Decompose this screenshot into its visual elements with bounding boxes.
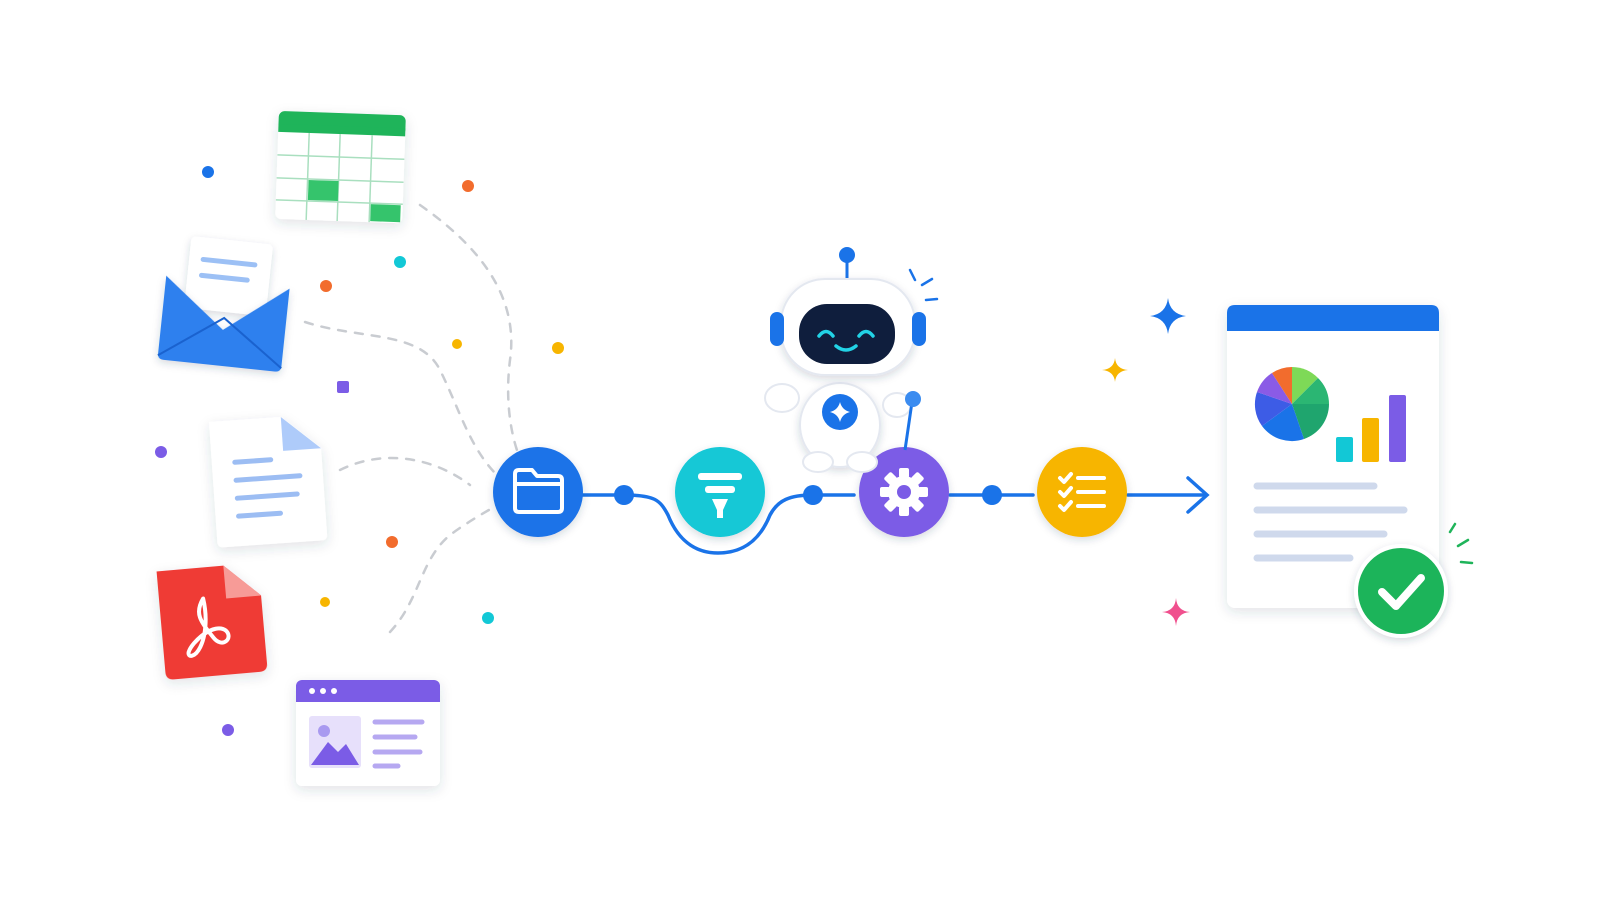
pipeline-step-folder[interactable] bbox=[493, 447, 583, 537]
pipeline-connector-nodes bbox=[614, 485, 1002, 505]
source-flow-lines bbox=[303, 203, 527, 634]
pipeline-step-gear[interactable] bbox=[859, 447, 949, 537]
filter-icon bbox=[698, 473, 742, 518]
checklist-icon bbox=[1058, 472, 1106, 512]
gear-icon bbox=[880, 468, 928, 516]
pie-chart-icon bbox=[1254, 367, 1329, 442]
check-circle-icon bbox=[1354, 522, 1474, 638]
folder-icon bbox=[513, 468, 564, 514]
bar-chart-icon bbox=[1336, 395, 1406, 462]
pdf-file-icon bbox=[156, 565, 268, 680]
confetti-dots bbox=[155, 166, 564, 736]
spreadsheet-icon bbox=[275, 111, 406, 224]
sparkle-icons bbox=[1102, 298, 1190, 626]
robot-mascot bbox=[764, 247, 939, 473]
pipeline-step-checklist[interactable] bbox=[1037, 447, 1127, 537]
web-page-icon bbox=[296, 680, 440, 786]
report-dashboard-icon bbox=[1227, 305, 1439, 608]
email-envelope-icon bbox=[157, 236, 290, 372]
text-document-icon bbox=[208, 416, 328, 548]
pipeline-step-filter[interactable] bbox=[675, 447, 765, 537]
